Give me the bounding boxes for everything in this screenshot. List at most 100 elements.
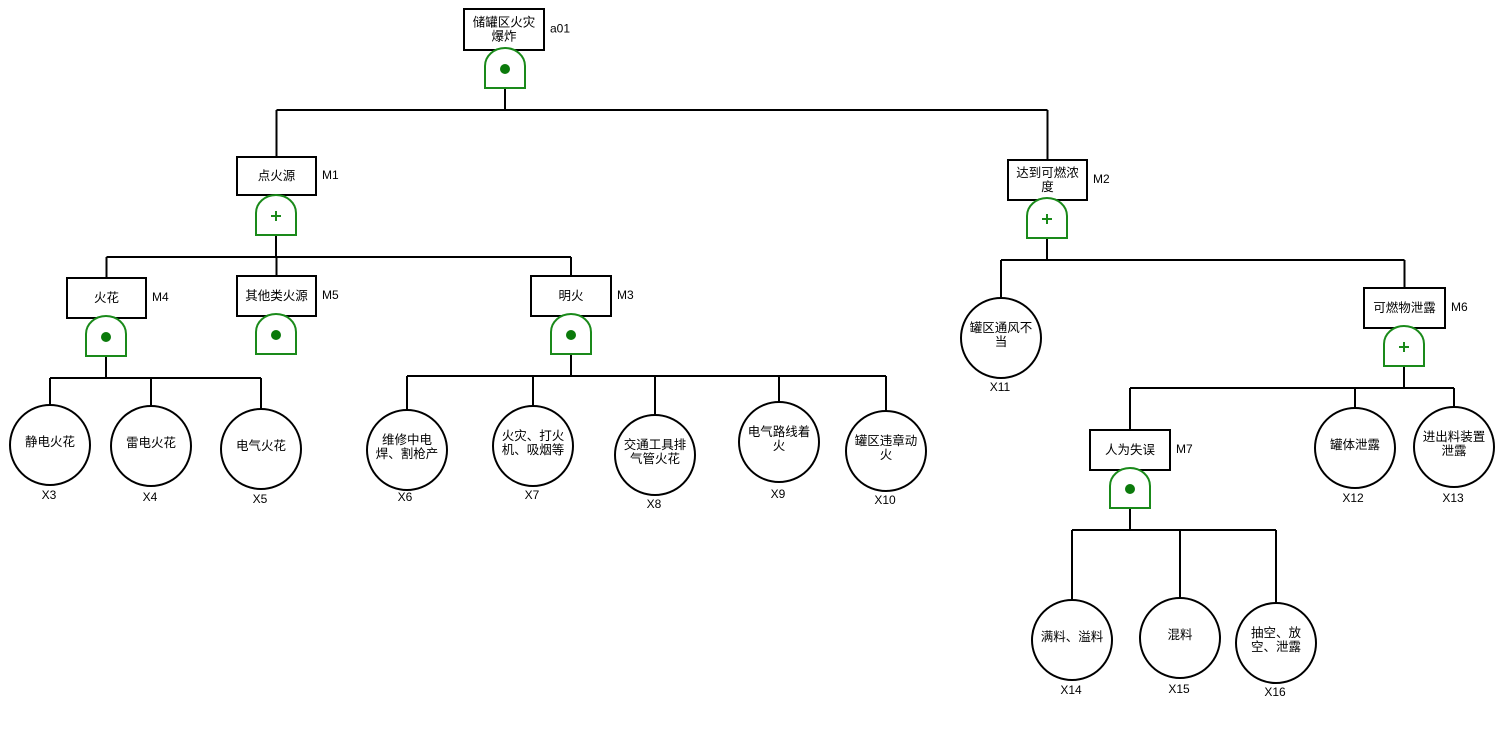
node-label-line: 储罐区火灾 <box>473 15 536 30</box>
intermediate-event-m6: 可燃物泄露 M6 <box>1363 287 1468 329</box>
basic-event-code: X14 <box>1060 683 1082 697</box>
event-box <box>530 275 612 317</box>
basic-event-code: X9 <box>771 487 786 501</box>
and-gate-dot-icon <box>271 330 281 340</box>
node-label-line: 交通工具排 <box>624 437 687 452</box>
and-gate-m4 <box>85 315 127 357</box>
basic-event-x15: 混料 X15 <box>1139 597 1221 696</box>
basic-event-circle <box>492 405 574 487</box>
node-label-line: 人为失误 <box>1105 442 1156 457</box>
and-gate-dot-icon <box>1125 484 1135 494</box>
basic-event-code: X12 <box>1342 491 1364 505</box>
event-box <box>66 277 147 319</box>
node-label-line: 火花 <box>94 290 119 305</box>
and-gate-dot-icon <box>101 332 111 342</box>
basic-event-code: X3 <box>42 488 57 502</box>
basic-event-code: X10 <box>874 493 896 507</box>
event-code: M3 <box>617 288 634 302</box>
basic-event-code: X13 <box>1442 491 1464 505</box>
node-label-line: 当 <box>995 334 1008 349</box>
event-code: M4 <box>152 290 169 304</box>
intermediate-event-m5: 其他类火源 M5 <box>236 275 339 317</box>
node-label-line: 焊、割枪产 <box>376 446 439 461</box>
node-label-line: 达到可燃浓 <box>1016 165 1079 180</box>
and-gate-m5 <box>255 313 297 355</box>
basic-event-code: X6 <box>398 490 413 504</box>
basic-event-code: X16 <box>1264 685 1286 699</box>
basic-event-code: X11 <box>990 380 1011 394</box>
basic-event-circle <box>1235 602 1317 684</box>
node-label-line: 其他类火源 <box>245 288 308 303</box>
node-label-line: 进出料装置 <box>1423 429 1486 444</box>
intermediate-event-m7: 人为失误 M7 <box>1089 429 1193 471</box>
node-label-line: 罐区通风不 <box>970 320 1033 335</box>
node-label-line: 气管火花 <box>630 451 680 466</box>
or-gate-m6 <box>1383 325 1425 367</box>
node-label-line: 罐区违章动 <box>855 433 918 448</box>
and-gate-m7 <box>1109 467 1151 509</box>
and-gate-a01 <box>484 47 526 89</box>
basic-event-code: X15 <box>1168 682 1190 696</box>
basic-event-circle <box>9 404 91 486</box>
and-gate-m3 <box>550 313 592 355</box>
or-gate-m2 <box>1026 197 1068 239</box>
basic-event-circle <box>738 401 820 483</box>
node-label-line: 爆炸 <box>491 29 517 44</box>
basic-event-code: X7 <box>525 488 540 502</box>
basic-event-x14: 满料、溢料 X14 <box>1031 599 1113 697</box>
node-label-line: 静电火花 <box>25 434 75 449</box>
node-label-line: 满料、溢料 <box>1041 629 1104 644</box>
basic-event-circle <box>1413 406 1495 488</box>
basic-event-circle <box>845 410 927 492</box>
basic-event-code: X5 <box>253 492 268 506</box>
node-label-line: 混料 <box>1167 627 1193 642</box>
node-label-line: 泄露 <box>1441 443 1467 458</box>
event-code: a01 <box>550 22 570 36</box>
node-label-line: 维修中电 <box>382 432 433 447</box>
basic-event-circle <box>110 405 192 487</box>
event-code: M7 <box>1176 442 1193 456</box>
node-label-line: 罐体泄露 <box>1330 437 1381 452</box>
and-gate-dot-icon <box>500 64 510 74</box>
basic-event-code: X8 <box>647 497 662 511</box>
basic-event-circle <box>614 414 696 496</box>
node-label-line: 可燃物泄露 <box>1373 300 1436 315</box>
node-label-line: 电气路线着 <box>748 424 811 439</box>
event-code: M6 <box>1451 300 1468 314</box>
node-label-line: 空、泄露 <box>1251 639 1302 654</box>
intermediate-event-m3: 明火 M3 <box>530 275 634 317</box>
node-label-line: 电气火花 <box>236 438 286 453</box>
basic-event-circle <box>366 409 448 491</box>
basic-event-circle <box>220 408 302 490</box>
basic-event-circle <box>1314 407 1396 489</box>
intermediate-event-m1: 点火源 M1 <box>236 156 339 196</box>
event-code: M1 <box>322 168 339 182</box>
event-box <box>236 156 317 196</box>
node-label-line: 度 <box>1041 179 1054 194</box>
basic-event-circle <box>1139 597 1221 679</box>
basic-event-x3: 静电火花 X3 <box>9 404 91 502</box>
intermediate-event-m4: 火花 M4 <box>66 277 169 319</box>
event-box <box>463 8 545 51</box>
node-label-line: 雷电火花 <box>126 435 176 450</box>
basic-event-x16: 抽空、放空、泄露 X16 <box>1235 602 1317 699</box>
basic-event-circle <box>960 297 1042 379</box>
node-label-line: 点火源 <box>258 168 296 183</box>
basic-event-circle <box>1031 599 1113 681</box>
event-code: M5 <box>322 288 339 302</box>
node-label-line: 抽空、放 <box>1251 625 1302 640</box>
node-label-line: 火 <box>880 447 893 462</box>
node-label-line: 明火 <box>558 288 584 303</box>
event-box <box>1363 287 1446 329</box>
or-gate-m1 <box>255 194 297 236</box>
